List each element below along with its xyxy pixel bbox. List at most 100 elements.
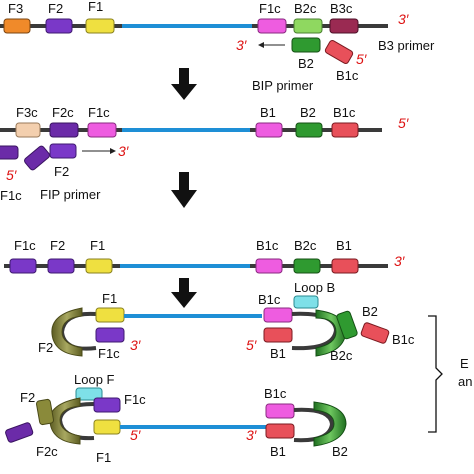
three-prime-label: 3′ xyxy=(130,337,142,353)
b3-primer-label: B3 primer xyxy=(378,38,435,53)
loop-B2-green xyxy=(313,401,347,447)
label-F2c: F2c xyxy=(52,105,74,120)
row2-complement-strand: F3c F2c F1c B1 B2 B1c 5′ xyxy=(0,105,410,138)
label-F1c: F1c xyxy=(98,346,120,361)
primer-F2 xyxy=(49,143,77,159)
row4-dumbbell: F1 F2 F1c 3′ B1c Loop B B2 B1c 5′ B1 B2c xyxy=(38,280,415,363)
region-B3c xyxy=(329,18,359,34)
loop-F2-olive xyxy=(51,307,83,357)
three-prime-label: 3′ xyxy=(394,253,406,269)
label-B3c: B3c xyxy=(330,1,353,16)
label-F1: F1 xyxy=(102,291,117,306)
region-F3 xyxy=(3,18,31,34)
region-B1c-top xyxy=(263,307,293,323)
label-F2: F2 xyxy=(38,340,53,355)
region-F1c xyxy=(87,122,117,138)
primer-F2-tilted xyxy=(35,398,55,426)
region-B2 xyxy=(295,122,323,138)
label-B2: B2 xyxy=(300,105,316,120)
label-F2: F2 xyxy=(48,1,63,16)
region-B1-bottom xyxy=(263,327,293,343)
label-F1c: F1c xyxy=(124,392,146,407)
fip-three-prime: 3′ xyxy=(118,143,130,159)
label-F1c: F1c xyxy=(88,105,110,120)
loop-B-primer xyxy=(293,295,319,309)
label-F2: F2 xyxy=(50,238,65,253)
loop-b-label: Loop B xyxy=(294,280,335,295)
region-F1-top xyxy=(95,307,125,323)
step-arrow-3 xyxy=(171,278,197,308)
region-B2c xyxy=(293,258,321,274)
loop-F2c-olive xyxy=(49,397,81,445)
label-F1: F1 xyxy=(90,238,105,253)
region-F1 xyxy=(85,18,115,34)
primer-purple-fragment xyxy=(5,422,34,443)
region-B1 xyxy=(255,122,283,138)
bip-primer-label: BIP primer xyxy=(252,78,314,93)
region-B1-bottom xyxy=(265,423,295,439)
label-F2: F2 xyxy=(20,390,35,405)
label-B1: B1 xyxy=(270,444,286,459)
loop-f-label: Loop F xyxy=(74,372,115,387)
region-F3c xyxy=(15,122,41,138)
region-F1c-bottom xyxy=(95,327,125,343)
label-B1c-right: B1c xyxy=(392,332,415,347)
label-B1c: B1c xyxy=(333,105,356,120)
label-F1c: F1c xyxy=(14,238,36,253)
label-B1c: B1c xyxy=(264,386,287,401)
region-F2c xyxy=(49,122,79,138)
region-F2 xyxy=(45,18,73,34)
label-F1c-primer: F1c xyxy=(0,188,22,203)
primer-F1c-tilted xyxy=(24,145,50,171)
primer-B2 xyxy=(291,37,321,53)
region-F1c xyxy=(257,18,287,34)
side-bracket: E an xyxy=(428,315,472,433)
primer-F1c-fragment xyxy=(0,145,19,160)
label-B1: B1 xyxy=(336,238,352,253)
side-text-line1: E xyxy=(460,356,469,371)
label-F2-primer: F2 xyxy=(54,164,69,179)
label-B1c: B1c xyxy=(256,238,279,253)
region-F2 xyxy=(47,258,75,274)
label-F3c: F3c xyxy=(16,105,38,120)
five-prime-label: 5′ xyxy=(398,115,410,131)
region-B1 xyxy=(331,258,359,274)
b3-three-prime: 3′ xyxy=(236,37,248,53)
label-B1: B1 xyxy=(260,105,276,120)
label-B2c: B2c xyxy=(330,348,353,363)
row5-dumbbell: Loop F F2 F1c F2c 5′ F1 B1c 3′ B1 B2 xyxy=(5,372,348,465)
three-prime-label: 3′ xyxy=(398,11,410,27)
primer-B2-tilted xyxy=(336,310,358,340)
region-B1c xyxy=(331,122,359,138)
side-text-line2: an xyxy=(458,374,472,389)
region-B1c-top xyxy=(265,403,295,419)
step-arrow-1 xyxy=(171,68,197,100)
label-B2c: B2c xyxy=(294,238,317,253)
region-B2c xyxy=(293,18,323,34)
label-F1c: F1c xyxy=(259,1,281,16)
row2-fip-primer: 5′ F2 3′ F1c FIP primer xyxy=(0,143,130,203)
label-F3: F3 xyxy=(8,1,23,16)
region-F1 xyxy=(85,258,113,274)
label-B2-primer: B2 xyxy=(362,304,378,319)
three-prime-label: 3′ xyxy=(246,427,258,443)
region-B1c xyxy=(255,258,283,274)
label-B1: B1 xyxy=(270,346,286,361)
primer-B1c-tilted xyxy=(324,40,354,64)
row1-primers: 3′ 5′ B3 primer B2 B1c BIP primer xyxy=(236,37,435,93)
label-B2: B2 xyxy=(332,444,348,459)
region-F1-bottom xyxy=(93,419,121,435)
label-B2c: B2c xyxy=(294,1,317,16)
label-B1c-primer: B1c xyxy=(336,68,359,83)
label-F1: F1 xyxy=(96,450,111,465)
region-F1c xyxy=(9,258,37,274)
primer-B1c-tilted xyxy=(360,322,390,344)
label-F2c: F2c xyxy=(36,444,58,459)
loop-F-primer xyxy=(75,387,103,401)
step-arrow-2 xyxy=(171,172,197,208)
five-prime-label: 5′ xyxy=(246,337,258,353)
fip-five-prime: 5′ xyxy=(6,167,18,183)
label-B1c: B1c xyxy=(258,292,281,307)
five-prime-label: 5′ xyxy=(130,427,142,443)
